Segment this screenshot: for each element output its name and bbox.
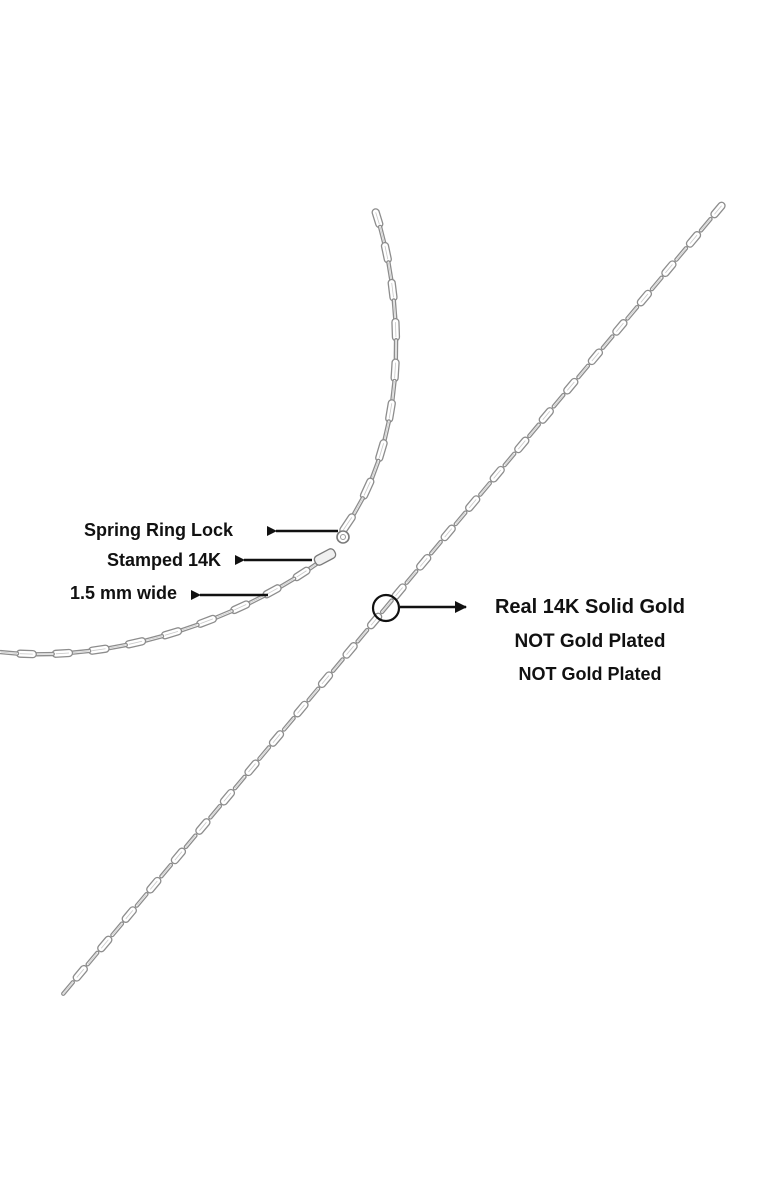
chain-link-highlight (479, 482, 491, 495)
chain-link-highlight (528, 424, 540, 437)
chain-link-highlight (406, 571, 417, 583)
chain-link-highlight (266, 587, 278, 595)
chain-link-highlight (55, 652, 70, 655)
chain-link-highlight (76, 968, 85, 978)
chain-link-highlight (200, 618, 214, 625)
stamped-14k-label: Stamped 14K (107, 550, 222, 570)
chain-link-highlight (616, 322, 624, 332)
chain-link-highlight (578, 365, 589, 378)
solid-gold-label: Real 14K Solid Gold (494, 596, 686, 618)
chain-link-highlight (517, 440, 526, 450)
circle-marker-icon (371, 593, 401, 623)
chain-link-highlight (591, 352, 600, 362)
left-chain-strand (0, 208, 401, 659)
chain-link-highlight (651, 277, 662, 290)
chain-link-highlight (371, 460, 379, 479)
chain-link-highlight (378, 443, 384, 459)
chain-link-highlight (234, 604, 247, 611)
chain-link-highlight (144, 635, 163, 642)
chain-link-highlight (62, 982, 74, 994)
chain-link-highlight (87, 952, 98, 965)
chain-link-highlight (700, 218, 711, 231)
chain-link-highlight (234, 776, 245, 789)
chain-link-highlight (384, 421, 390, 441)
chain-link-highlight (136, 893, 147, 906)
chain-link-highlight (627, 306, 638, 319)
chain-link-highlight (357, 629, 368, 642)
chain-link-highlight (542, 411, 551, 420)
chain-link-highlight (353, 498, 364, 515)
chain-link-highlight (174, 851, 183, 861)
chain-link-highlight (387, 262, 392, 281)
chain-link-highlight (72, 650, 90, 654)
chain-link-highlight (332, 659, 343, 672)
chain-link-highlight (259, 747, 270, 760)
chain-link-highlight (343, 517, 353, 531)
chain-link-highlight (180, 624, 198, 631)
chain-link-highlight (381, 600, 393, 613)
chain-link-highlight (676, 248, 687, 260)
chain-link-highlight (375, 212, 380, 225)
chain-link-highlight (419, 557, 428, 567)
spring-ring-lock-label: Spring Ring Lock (84, 520, 234, 540)
chain-link-highlight (112, 923, 123, 936)
chain-link-highlight (689, 234, 698, 244)
chain-link-highlight (0, 651, 18, 654)
stamped-tag (313, 548, 337, 566)
chain-link-highlight (665, 264, 673, 274)
chain-link-highlight (161, 864, 172, 877)
chain-link-highlight (455, 512, 466, 525)
chain-link-highlight (395, 322, 397, 338)
chain-link-highlight (296, 570, 307, 578)
chain-link-highlight (92, 648, 106, 652)
chain-link-highlight (468, 499, 477, 509)
chain-link-highlight (149, 880, 158, 890)
chain-link-highlight (553, 394, 564, 407)
chain-link-highlight (391, 282, 394, 298)
chain-link-highlight (395, 587, 403, 597)
chain-link-highlight (602, 336, 613, 349)
chain-link-highlight (185, 835, 196, 848)
chain-link-highlight (444, 528, 453, 538)
chain-link-highlight (379, 226, 385, 244)
chain-link-highlight (714, 205, 722, 215)
chain-link-highlight (394, 362, 396, 379)
chain-link-highlight (393, 300, 396, 320)
chain-link-highlight (391, 380, 395, 401)
chain-link-highlight (566, 381, 575, 391)
not-plated-label-1: NOT Gold Plated (514, 631, 666, 652)
chain-link-highlight (280, 578, 295, 588)
chain-link-highlight (493, 469, 502, 479)
chain-link-highlight (297, 704, 305, 714)
chain-link-highlight (308, 688, 319, 701)
chain-link-highlight (248, 595, 265, 604)
chain-link-highlight (346, 645, 354, 655)
chain-link-highlight (248, 763, 256, 773)
chain-link-highlight (272, 734, 281, 743)
chain-link-highlight (164, 630, 179, 636)
chain-link-highlight (321, 675, 330, 685)
chain-link-highlight (388, 403, 393, 419)
chain-link-highlight (363, 481, 371, 496)
width-label: 1.5 mm wide (70, 583, 178, 603)
chain-link-highlight (504, 453, 515, 466)
chain-link-highlight (223, 792, 232, 802)
chain-link-highlight (640, 293, 649, 303)
chain-link-highlight (199, 822, 207, 831)
chain-link-highlight (215, 610, 232, 619)
not-plated-label-2: NOT Gold Plated (518, 664, 662, 684)
chain-link-highlight (283, 717, 294, 730)
chain-link-highlight (128, 640, 143, 645)
spring-ring-clasp (336, 530, 350, 544)
chain-link-highlight (384, 245, 389, 260)
chain-link-highlight (108, 644, 126, 649)
chain-link-highlight (125, 910, 134, 920)
chain-link-highlight (100, 939, 109, 949)
chain-link-highlight (210, 805, 221, 818)
chain-link-highlight (430, 541, 441, 554)
right-chain-strand (61, 201, 726, 996)
